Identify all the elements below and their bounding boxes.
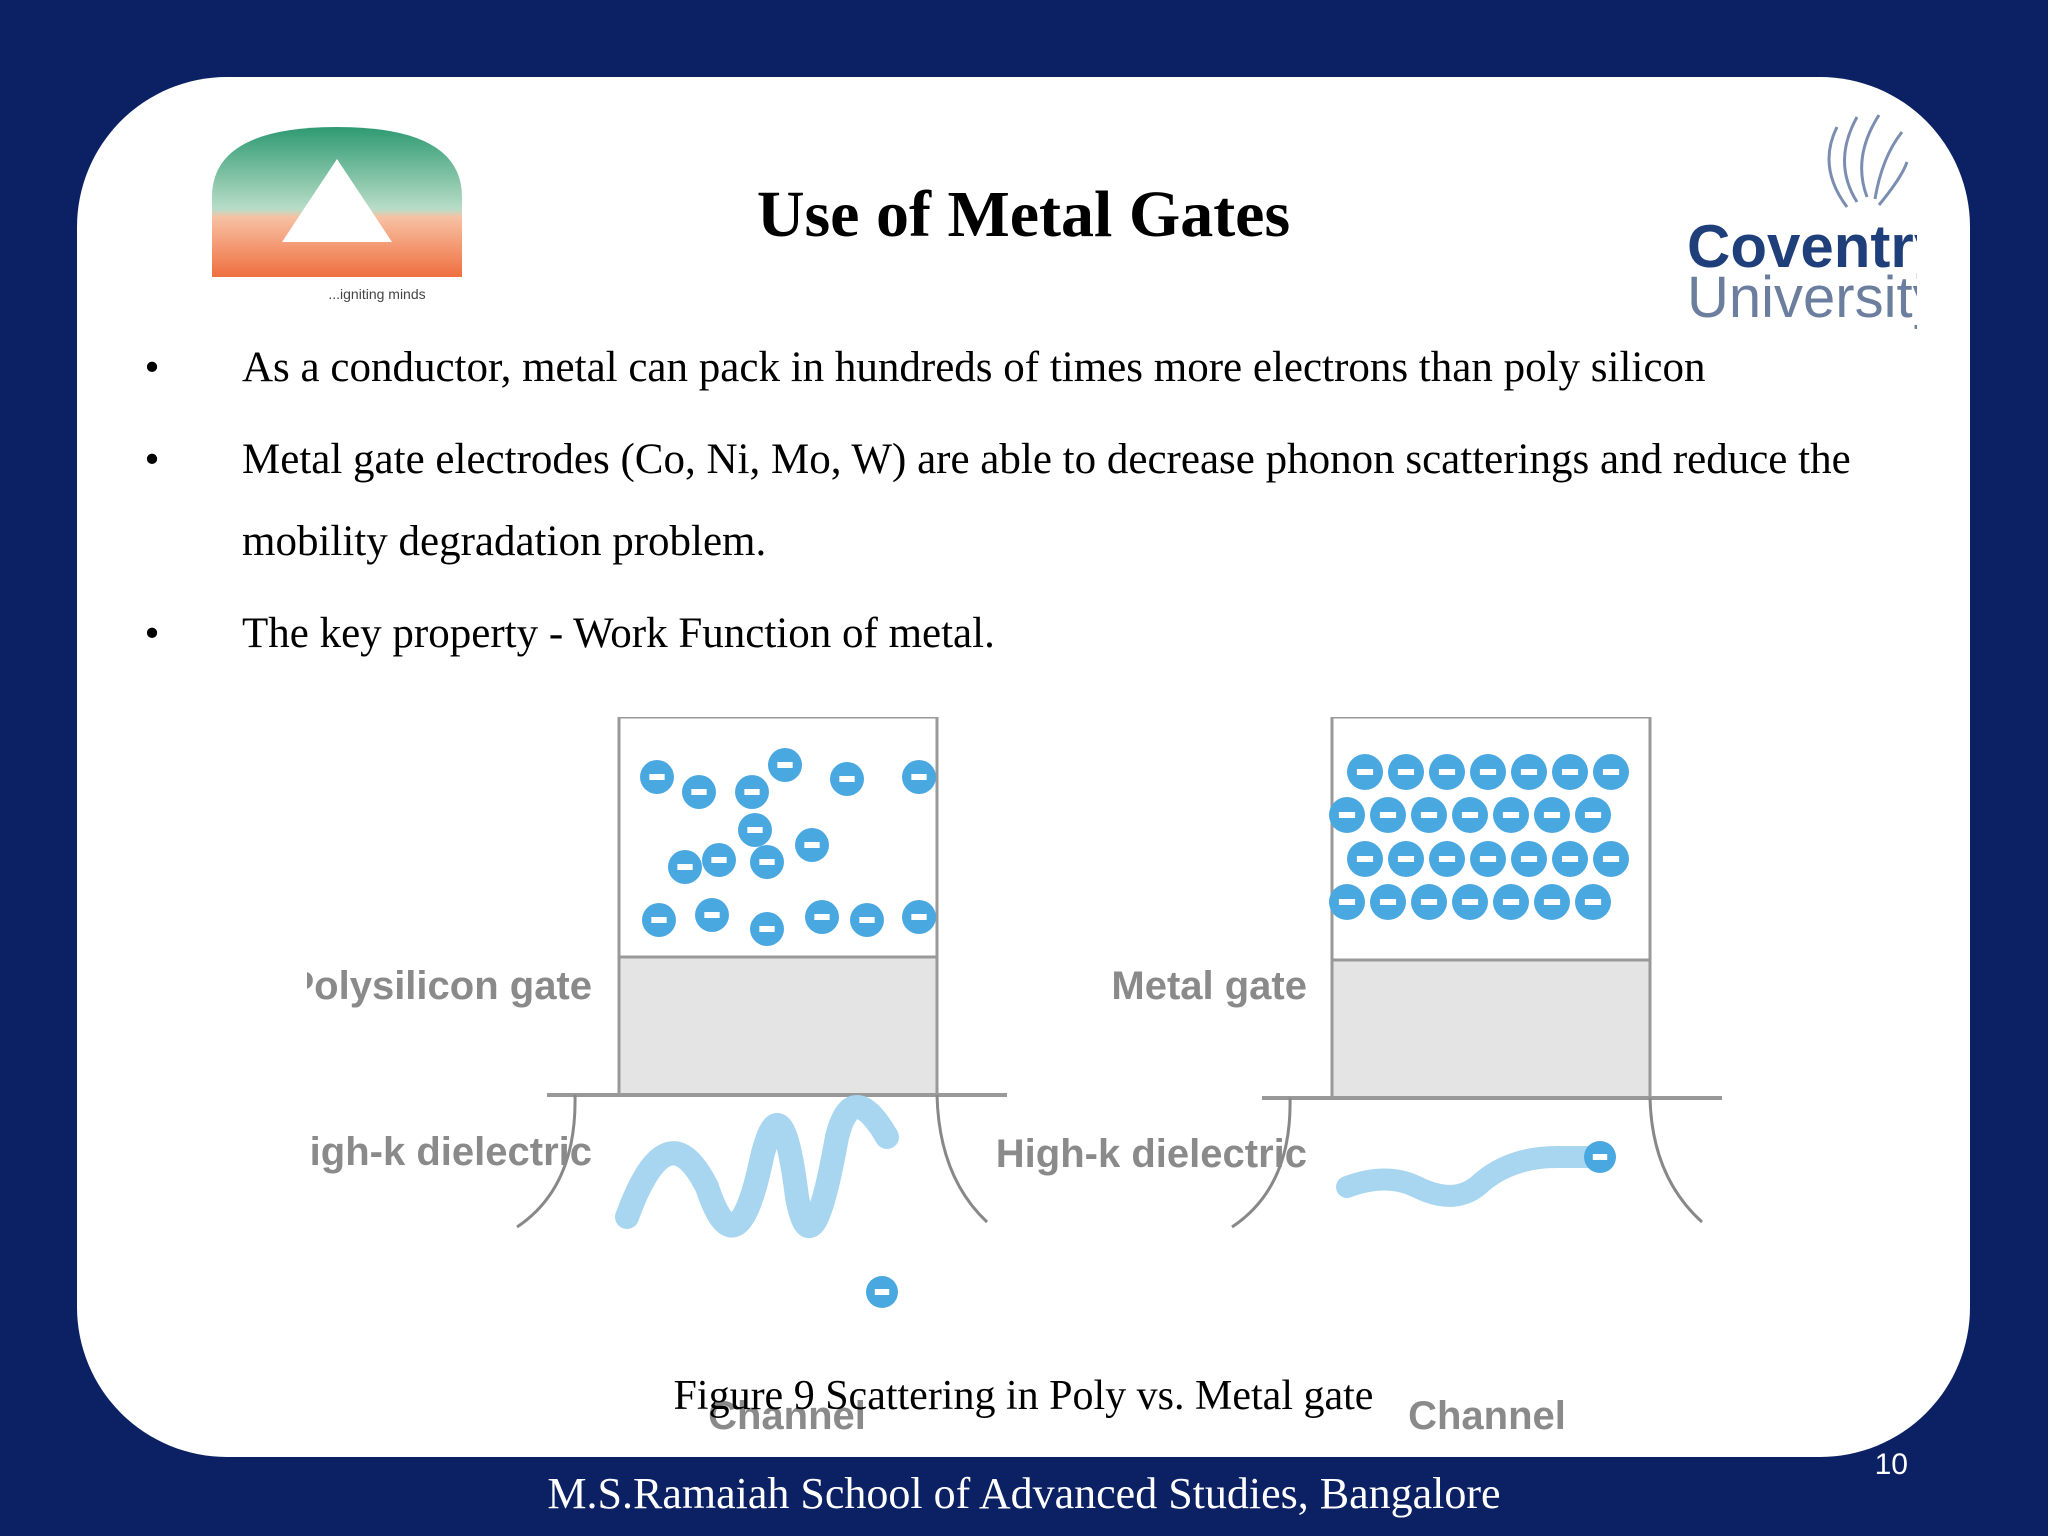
metal-gate-label: Metal gate [1111,964,1307,1008]
bullet-text: Metal gate electrodes (Co, Ni, Mo, W) ar… [242,436,1851,565]
page-number: 10 [1874,1448,1908,1481]
electron-icon [1347,754,1383,790]
electron-icon [750,845,784,879]
electron-icon [735,775,769,809]
electron-icon [1552,841,1588,877]
electron-icon [1470,841,1506,877]
electron-icon [682,775,716,809]
electron-icon [1493,884,1529,920]
electron-icon [668,850,702,884]
electron-icon [1511,841,1547,877]
electron-icon [902,760,936,794]
electron-icon [1534,797,1570,833]
logo-coventry-text: Coventry [1687,213,1917,280]
electron-icon [1429,841,1465,877]
bullet-item: • The key property - Work Function of me… [122,593,1962,675]
electron-icon [795,828,829,862]
electron-icon [702,843,736,877]
electron-icon [1593,754,1629,790]
electron-icon [805,900,839,934]
electron-icon [866,1276,898,1308]
electron-icon [738,813,772,847]
electron-group [640,748,936,1308]
electron-icon [1388,841,1424,877]
electron-icon [1584,1141,1616,1173]
scattering-path [615,1095,899,1239]
channel-label: Channel [1408,1394,1566,1438]
electron-group [1329,754,1629,1173]
slide-title: Use of Metal Gates [756,178,1291,251]
bullet-dot: • [144,344,160,391]
electron-icon [642,903,676,937]
electron-icon [902,900,936,934]
electron-icon [1411,884,1447,920]
electron-icon [850,903,884,937]
electron-icon [1575,884,1611,920]
electron-icon [1511,754,1547,790]
bullet-item: • Metal gate electrodes (Co, Ni, Mo, W) … [122,419,1962,583]
scattering-figure: Polysilicon gate High-k dielectric Chann… [307,717,1722,1438]
electron-icon [1329,884,1365,920]
electron-icon [1370,884,1406,920]
dielectric-label: High-k dielectric [307,1130,592,1174]
bullet-text: As a conductor, metal can pack in hundre… [242,344,1706,391]
bullet-text: The key property - Work Function of meta… [242,610,995,657]
logo-university-text: University [1687,265,1917,330]
slide-card: ...igniting minds Coventry University Us… [77,77,1970,1457]
electron-icon [1388,754,1424,790]
electron-icon [640,760,674,794]
electron-icon [1452,884,1488,920]
bullet-dot: • [144,436,160,483]
electron-icon [1575,797,1611,833]
electron-icon [1552,754,1588,790]
electron-icon [1329,797,1365,833]
electron-icon [695,898,729,932]
electron-icon [768,748,802,782]
electron-icon [1593,841,1629,877]
bullet-item: • As a conductor, metal can pack in hund… [122,327,1962,409]
electron-icon [1534,884,1570,920]
figure-caption: Figure 9 Scattering in Poly vs. Metal ga… [673,1373,1374,1419]
electron-icon [1411,797,1447,833]
bullet-list: • As a conductor, metal can pack in hund… [122,327,1962,685]
electron-icon [1493,797,1529,833]
msrsas-logo: ...igniting minds [212,127,462,302]
electron-icon [1470,754,1506,790]
channel-label: Channel [708,1394,866,1438]
metal-gate-diagram: Metal gate High-k dielectric Channel [996,717,1722,1438]
electron-icon [1452,797,1488,833]
electron-icon [750,912,784,946]
bullet-dot: • [144,610,160,657]
electron-icon [1429,754,1465,790]
footer-text: M.S.Ramaiah School of Advanced Studies, … [547,1469,1501,1518]
electron-icon [830,762,864,796]
low-scattering-path [1336,1146,1608,1207]
polysilicon-gate-label: Polysilicon gate [307,964,592,1008]
electron-icon [1347,841,1383,877]
coventry-university-logo: Coventry University [1687,114,1917,330]
dielectric-label: High-k dielectric [996,1132,1307,1176]
polysilicon-diagram: Polysilicon gate High-k dielectric Chann… [307,717,1007,1438]
logo-tagline: ...igniting minds [328,286,425,302]
electron-icon [1370,797,1406,833]
